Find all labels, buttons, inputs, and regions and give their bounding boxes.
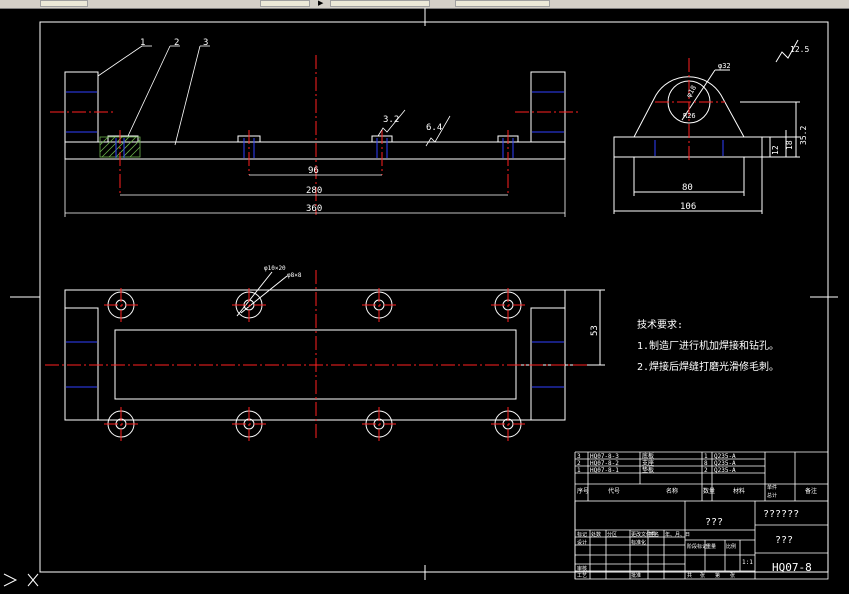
svg-text:HQ07-8-3: HQ07-8-3 bbox=[590, 453, 619, 460]
drawing-border bbox=[39, 21, 829, 573]
roughness-3-2: 3.2 bbox=[383, 115, 399, 125]
svg-text:张: 张 bbox=[700, 572, 705, 579]
hidden-lines-front bbox=[66, 91, 564, 158]
svg-text:备注: 备注 bbox=[805, 487, 817, 495]
svg-text:处数: 处数 bbox=[591, 531, 601, 538]
drawing-number: HQ07-8 bbox=[772, 561, 812, 574]
dim-80: 80 bbox=[682, 183, 693, 193]
svg-text:HQ07-8-2: HQ07-8-2 bbox=[590, 460, 619, 467]
dim-phi32: φ32 bbox=[718, 62, 731, 70]
svg-text:1: 1 bbox=[704, 453, 708, 460]
dim-53: 53 bbox=[590, 325, 600, 336]
dim-35-2: 35.2 bbox=[799, 126, 808, 145]
svg-text:工艺: 工艺 bbox=[577, 573, 587, 579]
title-name-2: ?????? bbox=[763, 509, 799, 520]
svg-text:名称: 名称 bbox=[666, 487, 678, 495]
svg-text:序号: 序号 bbox=[577, 487, 589, 495]
balloon-1: 1 bbox=[140, 38, 145, 48]
svg-text:2: 2 bbox=[577, 460, 581, 467]
ucs-icon bbox=[3, 573, 39, 587]
svg-text:审核: 审核 bbox=[577, 565, 587, 572]
svg-text:共: 共 bbox=[687, 572, 692, 579]
dimensions-front bbox=[64, 45, 566, 217]
dim-96: 96 bbox=[308, 166, 319, 176]
scale-value: 1:1 bbox=[742, 559, 753, 566]
dimension-texts-side: 12.5 φ32 φ18 R26 12 18 35.2 80 106 bbox=[680, 45, 809, 212]
dim-phi10x20: φ10×20 bbox=[264, 265, 286, 272]
center-lines-side bbox=[655, 58, 725, 162]
toolbar-combo-3[interactable] bbox=[455, 0, 550, 7]
svg-text:Q235-A: Q235-A bbox=[714, 453, 736, 460]
svg-text:签名: 签名 bbox=[649, 531, 659, 538]
dim-18: 18 bbox=[785, 140, 794, 150]
svg-text:代号: 代号 bbox=[608, 487, 620, 495]
title-name-3: ??? bbox=[775, 535, 793, 546]
hidden-lines-side bbox=[654, 140, 724, 156]
svg-text:8: 8 bbox=[704, 460, 708, 467]
dim-360: 360 bbox=[306, 204, 322, 214]
technical-requirements: 技术要求: 1.制造厂进行机加焊接和钻孔。 2.焊接后焊缝打磨光滑修毛刺。 bbox=[637, 318, 779, 373]
svg-text:分区: 分区 bbox=[607, 531, 617, 538]
svg-text:Q235-A: Q235-A bbox=[714, 467, 736, 474]
drawing-canvas[interactable]: 1 2 3 3.2 6.4 96 280 360 12.5 φ32 φ18 bbox=[0, 8, 849, 594]
svg-text:Q235-A: Q235-A bbox=[714, 460, 736, 467]
tech-req-line-1: 1.制造厂进行机加焊接和钻孔。 bbox=[637, 339, 779, 352]
svg-text:标准化: 标准化 bbox=[631, 539, 646, 546]
roughness-6-4: 6.4 bbox=[426, 123, 442, 133]
svg-text:更改文件号: 更改文件号 bbox=[631, 531, 656, 538]
svg-text:张: 张 bbox=[730, 572, 735, 579]
balloon-2: 2 bbox=[174, 38, 179, 48]
svg-text:数量: 数量 bbox=[703, 487, 715, 495]
svg-text:2: 2 bbox=[704, 467, 708, 474]
center-lines-front bbox=[50, 55, 578, 215]
title-block bbox=[574, 500, 829, 580]
svg-text:总计: 总计 bbox=[767, 492, 777, 499]
svg-text:批准: 批准 bbox=[631, 572, 641, 579]
dim-280: 280 bbox=[306, 186, 322, 196]
dim-phi8x8: φ8×8 bbox=[287, 272, 302, 279]
svg-text:HQ07-8-1: HQ07-8-1 bbox=[590, 467, 619, 474]
svg-text:比例: 比例 bbox=[726, 543, 736, 550]
bom-table bbox=[574, 451, 828, 579]
toolbar-button-1[interactable] bbox=[40, 0, 88, 7]
svg-text:设计: 设计 bbox=[577, 539, 587, 546]
svg-text:底板: 底板 bbox=[642, 452, 654, 460]
hidden-lines-plan bbox=[66, 341, 564, 388]
title-name-1: ??? bbox=[705, 517, 723, 528]
tech-req-line-2: 2.焊接后焊缝打磨光滑修毛刺。 bbox=[637, 360, 779, 373]
svg-text:标记: 标记 bbox=[577, 531, 587, 538]
dim-106: 106 bbox=[680, 202, 696, 212]
svg-text:年、月、日: 年、月、日 bbox=[665, 531, 690, 538]
svg-text:支座: 支座 bbox=[642, 459, 654, 467]
dim-r26: R26 bbox=[683, 112, 696, 120]
svg-text:材料: 材料 bbox=[733, 487, 745, 495]
center-lines-plan bbox=[45, 270, 590, 441]
svg-text:第: 第 bbox=[715, 572, 720, 579]
svg-text:垫板: 垫板 bbox=[642, 466, 654, 474]
dim-12: 12 bbox=[771, 145, 780, 155]
bom-rows: 3 HQ07-8-3 底板 1 Q235-A 2 HQ07-8-2 支座 8 Q… bbox=[577, 452, 817, 499]
plan-view bbox=[64, 271, 605, 438]
dimension-texts-plan: φ10×20 φ8×8 53 bbox=[264, 265, 600, 336]
dimension-texts-front: 1 2 3 3.2 6.4 96 280 360 bbox=[140, 38, 442, 214]
tech-req-title: 技术要求: bbox=[637, 318, 683, 331]
cursor-crosshair bbox=[10, 8, 838, 298]
svg-text:阶段标记: 阶段标记 bbox=[687, 543, 707, 550]
title-block-texts: ??? ?????? ??? HQ07-8 1:1 标记 处数 分区 更改文件号… bbox=[577, 509, 812, 579]
side-view bbox=[613, 39, 800, 214]
toolbar-combo-1[interactable] bbox=[260, 0, 310, 7]
svg-text:重量: 重量 bbox=[706, 543, 716, 550]
arrow-icon[interactable]: ▶ bbox=[318, 0, 324, 7]
svg-text:单件: 单件 bbox=[767, 484, 777, 491]
svg-text:1: 1 bbox=[577, 467, 581, 474]
roughness-12-5: 12.5 bbox=[790, 45, 809, 54]
svg-text:3: 3 bbox=[577, 453, 581, 460]
dim-phi18: φ18 bbox=[685, 84, 698, 99]
balloon-3: 3 bbox=[203, 38, 208, 48]
toolbar-combo-2[interactable] bbox=[330, 0, 430, 7]
